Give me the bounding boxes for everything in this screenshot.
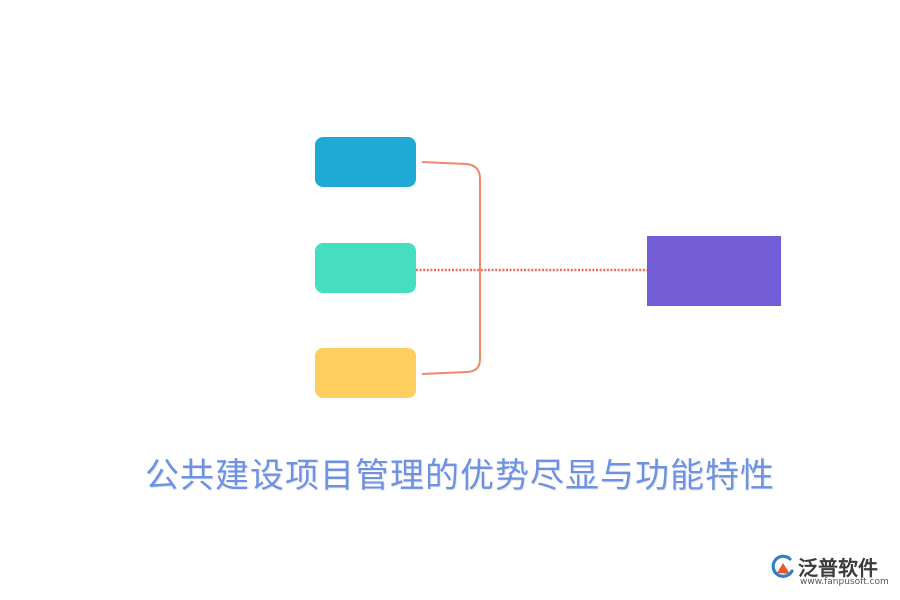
watermark-url: www.fanpusoft.com bbox=[800, 577, 889, 587]
diagram-target-node bbox=[647, 236, 781, 306]
diagram-node-1 bbox=[315, 137, 416, 187]
diagram-caption: 公共建设项目管理的优势尽显与功能特性 bbox=[145, 456, 775, 496]
diagram-node-3 bbox=[315, 348, 416, 398]
watermark-brand-name: 泛普软件 bbox=[798, 556, 878, 580]
watermark-logo: 泛普软件 www.fanpusoft.com bbox=[770, 552, 892, 592]
diagram-node-2 bbox=[315, 243, 416, 293]
fanpu-logo-icon bbox=[771, 554, 794, 578]
bracket-connector bbox=[421, 161, 481, 375]
